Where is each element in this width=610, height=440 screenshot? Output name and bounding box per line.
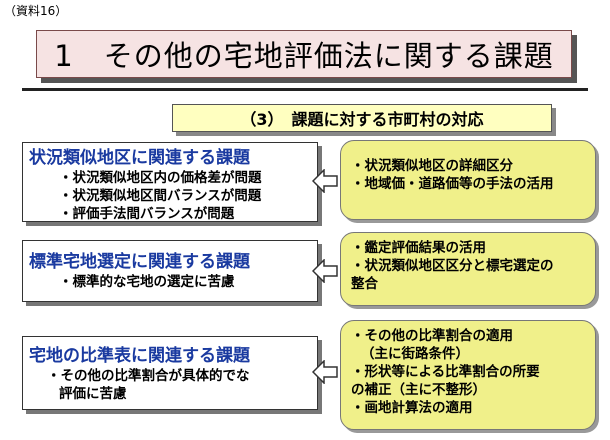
list-item: ・その他の比準割合が具体的でな — [47, 368, 250, 384]
list-item: ・状況類似地区内の価格差が問題 — [59, 170, 262, 186]
issue-title: 標準宅地選定に関連する課題 — [29, 252, 250, 272]
list-item: ・地域価・道路価等の手法の活用 — [351, 176, 554, 192]
response-box-comparison-table: ・その他の比準割合の適用 （主に街路条件） ・形状等による比準割合の所要 の補正… — [340, 320, 596, 430]
arrow-left-icon — [312, 169, 338, 193]
issue-list: ・標準的な宅地の選定に苦慮 — [59, 273, 311, 291]
section-heading: （3） 課題に対する市町村の対応 — [172, 104, 552, 132]
response-list: ・鑑定評価結果の活用 ・状況類似地区区分と標宅選定の 整合 — [351, 239, 585, 293]
list-item: ・状況類似地区の詳細区分 — [351, 158, 513, 174]
list-item: 整合 — [351, 276, 378, 292]
issue-list: ・状況類似地区内の価格差が問題 ・状況類似地区間バランスが問題 ・評価手法間バラ… — [59, 169, 311, 223]
list-item: ・形状等による比準割合の所要 — [351, 364, 540, 380]
arrow-left-icon — [312, 259, 338, 283]
list-item: ・状況類似地区間バランスが問題 — [59, 188, 262, 204]
response-list: ・状況類似地区の詳細区分 ・地域価・道路価等の手法の活用 — [351, 157, 585, 193]
response-box-similar-area: ・状況類似地区の詳細区分 ・地域価・道路価等の手法の活用 — [340, 140, 596, 220]
document-reference: （資料16） — [4, 4, 68, 18]
issue-box-standard-lot: 標準宅地選定に関連する課題 ・標準的な宅地の選定に苦慮 — [22, 240, 318, 302]
list-item: 評価に苦慮 — [59, 386, 127, 402]
response-box-standard-lot: ・鑑定評価結果の活用 ・状況類似地区区分と標宅選定の 整合 — [340, 232, 596, 306]
list-item: ・画地計算法の適用 — [351, 400, 473, 416]
issue-list: ・その他の比準割合が具体的でな 評価に苦慮 — [47, 367, 311, 403]
response-list: ・その他の比準割合の適用 （主に街路条件） ・形状等による比準割合の所要 の補正… — [351, 327, 585, 417]
list-item: ・評価手法間バランスが問題 — [59, 206, 235, 222]
issue-box-similar-area: 状況類似地区に関連する課題 ・状況類似地区内の価格差が問題 ・状況類似地区間バラ… — [22, 142, 318, 222]
list-item: ・その他の比準割合の適用 — [351, 328, 513, 344]
list-item: （主に街路条件） — [361, 346, 469, 362]
title-divider — [22, 88, 588, 91]
arrow-left-icon — [312, 360, 338, 384]
list-item: ・標準的な宅地の選定に苦慮 — [59, 274, 235, 290]
list-item: の補正（主に不整形） — [351, 382, 486, 398]
issue-title: 状況類似地区に関連する課題 — [29, 148, 250, 168]
issue-box-comparison-table: 宅地の比準表に関連する課題 ・その他の比準割合が具体的でな 評価に苦慮 — [22, 336, 318, 410]
list-item: ・状況類似地区区分と標宅選定の — [351, 258, 554, 274]
list-item: ・鑑定評価結果の活用 — [351, 240, 486, 256]
issue-title: 宅地の比準表に関連する課題 — [29, 346, 250, 366]
page-title: 1 その他の宅地評価法に関する課題 — [36, 30, 572, 78]
